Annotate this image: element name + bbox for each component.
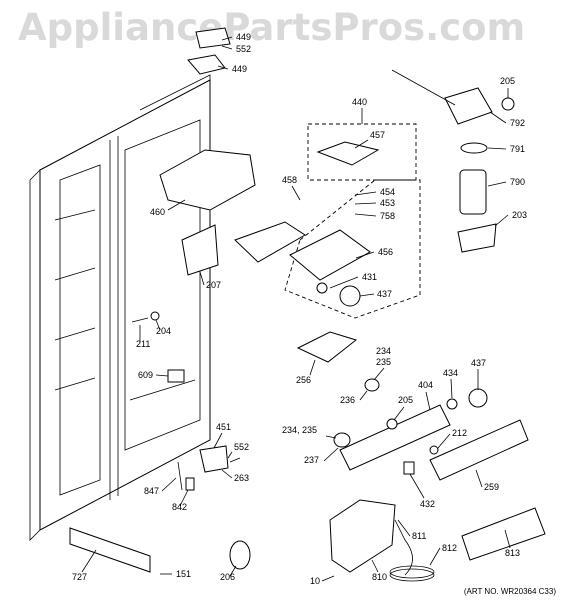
callout-404: 404 (418, 380, 433, 390)
duct-460 (159, 149, 256, 211)
callout-454: 454 (380, 187, 395, 197)
callout-449: 449 (232, 64, 247, 74)
badge-206 (229, 540, 251, 570)
socket-431 (316, 282, 328, 294)
art-number: (ART NO. WR20364 C33) (463, 587, 556, 596)
callout-206: 206 (220, 572, 235, 582)
cover-207 (181, 224, 219, 276)
callout-791: 791 (510, 144, 525, 154)
callout-204: 204 (156, 326, 171, 336)
callout-205-b: 205 (398, 395, 413, 405)
callout-256: 256 (296, 375, 311, 385)
plug-212 (429, 445, 439, 455)
tube-coil-812 (389, 568, 435, 582)
assembly-box-456 (284, 179, 421, 319)
callout-792: 792 (510, 118, 525, 128)
bracket-458 (234, 221, 306, 263)
callout-432: 432 (420, 499, 435, 509)
callout-790: 790 (510, 177, 525, 187)
callout-456: 456 (378, 247, 393, 257)
hinge-cover (195, 27, 231, 49)
callout-235: 235 (376, 357, 391, 367)
cap-205-b (386, 418, 398, 430)
callout-203: 203 (512, 210, 527, 220)
cover-813 (461, 507, 546, 561)
callout-458: 458 (282, 175, 297, 185)
spring-236 (364, 378, 380, 392)
callout-810: 810 (372, 572, 387, 582)
spring-237 (333, 432, 351, 448)
callout-212: 212 (452, 428, 467, 438)
callout-437-b: 437 (471, 358, 486, 368)
leader-lines (81, 36, 511, 582)
callout-431: 431 (362, 272, 377, 282)
callout-813: 813 (505, 548, 520, 558)
callout-453: 453 (380, 198, 395, 208)
callout-236: 236 (340, 395, 355, 405)
part-457 (316, 141, 380, 166)
callout-457: 457 (370, 130, 385, 140)
switch-432 (403, 461, 415, 475)
callout-10: 10 (310, 576, 320, 586)
callout-449-top: 449 (236, 32, 251, 42)
callout-151: 151 (176, 569, 191, 579)
screw-204 (150, 311, 160, 321)
hinge-451 (199, 445, 229, 473)
watermark: AppliancePartsPros.com (18, 6, 526, 49)
ring-791 (460, 142, 488, 154)
callout-758: 758 (380, 211, 395, 221)
callout-205: 205 (500, 76, 515, 86)
callout-727: 727 (72, 572, 87, 582)
bypass-203 (457, 223, 497, 253)
assembly-box-440 (307, 123, 417, 181)
callout-259: 259 (484, 482, 499, 492)
callout-609: 609 (138, 370, 153, 380)
callout-207: 207 (206, 280, 221, 290)
callout-552: 552 (234, 442, 249, 452)
callout-234: 234 (376, 346, 391, 356)
callout-552-top: 552 (236, 44, 251, 54)
callout-437: 437 (377, 289, 392, 299)
callout-263: 263 (234, 473, 249, 483)
valve-810 (329, 499, 396, 573)
clip-842 (185, 477, 195, 491)
callout-811: 811 (412, 531, 426, 541)
callout-211: 211 (136, 339, 150, 349)
rail-404 (339, 404, 451, 471)
callout-234-235: 234, 235 (282, 425, 317, 435)
socket-434 (446, 398, 458, 410)
callout-460: 460 (150, 207, 165, 217)
callout-451: 451 (216, 422, 231, 432)
callout-434: 434 (443, 368, 458, 378)
callout-842: 842 (172, 502, 187, 512)
kickplate-727 (69, 527, 151, 573)
rail-259 (429, 419, 529, 481)
callout-237: 237 (304, 455, 319, 465)
callout-847: 847 (144, 486, 159, 496)
housing-456 (289, 229, 371, 281)
filter-head-792 (444, 87, 493, 125)
tray-256 (296, 331, 358, 363)
filter-790 (459, 169, 487, 215)
callout-440: 440 (352, 97, 367, 107)
callout-812: 812 (442, 543, 457, 553)
